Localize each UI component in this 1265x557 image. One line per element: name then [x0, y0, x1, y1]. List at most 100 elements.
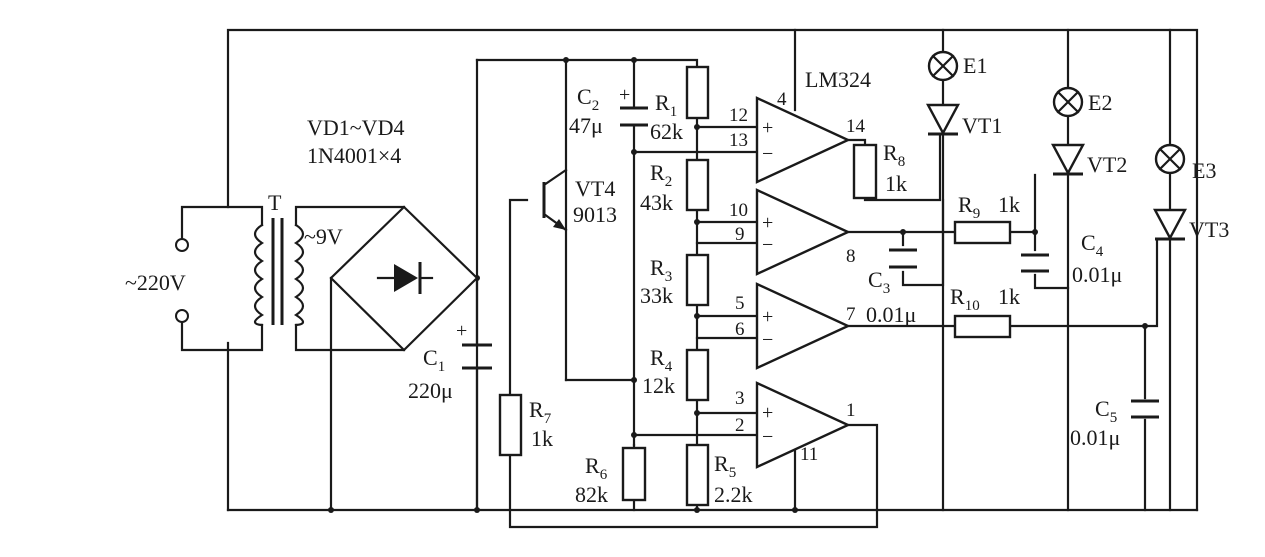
c2-name: C: [577, 84, 592, 109]
r7-name: R: [529, 397, 544, 422]
svg-text:R8: R8: [883, 140, 905, 170]
c1-sub: 1: [438, 359, 446, 375]
svg-text:R1: R1: [655, 90, 677, 120]
svg-text:R3: R3: [650, 255, 672, 285]
ac-input: ~220V: [125, 238, 189, 323]
resistor-r3: [685, 253, 710, 307]
r10-name: R: [950, 284, 965, 309]
r6-name: R: [585, 453, 600, 478]
opamp3-pin-minus: 6: [735, 319, 745, 340]
c1-name: C: [423, 345, 438, 370]
r4-sub: 4: [665, 359, 673, 375]
thyristor-vt3-label: VT3: [1189, 217, 1229, 242]
r2-name: R: [650, 160, 665, 185]
transistor-vt4-icon: [542, 182, 566, 230]
bridge-part-label: 1N4001×4: [307, 143, 401, 168]
thyristor-vt2-icon: [1050, 143, 1086, 176]
c5-value: 0.01μ: [1070, 425, 1120, 450]
source-voltage-label: ~220V: [125, 270, 186, 295]
r4-value: 12k: [642, 373, 675, 398]
svg-text:+: +: [762, 306, 773, 328]
c3-name: C: [868, 267, 883, 292]
svg-text:+: +: [762, 402, 773, 424]
resistor-r10: [953, 314, 1012, 339]
svg-text:R9: R9: [958, 192, 980, 222]
wiring: [180, 28, 1199, 529]
c2-sub: 2: [592, 98, 600, 114]
r10-value: 1k: [998, 284, 1020, 309]
svg-text:R7: R7: [529, 397, 552, 427]
c3-value: 0.01μ: [866, 302, 916, 327]
transformer-icon: [253, 218, 305, 327]
r2-value: 43k: [640, 190, 673, 215]
capacitor-c4: [1021, 253, 1049, 273]
resistor-r8: [852, 143, 878, 200]
svg-text:+: +: [762, 212, 773, 234]
transformer-label: T: [268, 190, 282, 215]
lamp-e3-icon: [1154, 143, 1186, 175]
r8-value: 1k: [885, 171, 907, 196]
r9-value: 1k: [998, 192, 1020, 217]
r1-value: 62k: [650, 119, 683, 144]
r8-name: R: [883, 140, 898, 165]
lamp-e2-icon: [1052, 86, 1084, 118]
svg-text:−: −: [762, 426, 773, 448]
svg-text:R5: R5: [714, 451, 736, 481]
vt4-name: VT4: [575, 176, 615, 201]
opamp1-pin-minus: 13: [729, 130, 748, 151]
opamp3-pin-plus: 5: [735, 293, 745, 314]
lamp-e2-label: E2: [1088, 90, 1112, 115]
capacitor-c1: +: [456, 320, 492, 370]
r6-sub: 6: [600, 467, 608, 483]
r7-sub: 7: [544, 411, 552, 427]
svg-text:R2: R2: [650, 160, 672, 190]
c4-name: C: [1081, 230, 1096, 255]
c2-value: 47μ: [569, 113, 603, 138]
opamp1-pin-plus: 12: [729, 105, 748, 126]
r9-name: R: [958, 192, 973, 217]
opamp2-pin-minus: 9: [735, 224, 745, 245]
lamp-e1-label: E1: [963, 53, 987, 78]
resistor-r7: [498, 393, 523, 457]
bridge-rectifier-icon: [329, 205, 479, 352]
ic-pin-vcc: 4: [777, 89, 787, 110]
r9-sub: 9: [973, 206, 981, 222]
resistor-r5: [685, 443, 710, 507]
capacitor-c5: [1131, 399, 1159, 419]
secondary-voltage-label: ~9V: [304, 224, 343, 249]
thyristor-vt3-icon: [1152, 208, 1188, 241]
svg-text:C1: C1: [423, 345, 445, 375]
lamp-e3-label: E3: [1192, 158, 1216, 183]
c5-sub: 5: [1110, 410, 1118, 426]
opamp4-pin-minus: 2: [735, 415, 745, 436]
svg-text:C4: C4: [1081, 230, 1104, 260]
opamp-3: + −: [755, 282, 851, 370]
svg-text:C5: C5: [1095, 396, 1117, 426]
r5-value: 2.2k: [714, 482, 753, 507]
svg-text:+: +: [762, 117, 773, 139]
svg-text:−: −: [762, 329, 773, 351]
opamp1-pin-out: 14: [846, 116, 866, 137]
ic-pin-gnd: 11: [800, 444, 818, 465]
lamp-e1-icon: [927, 50, 959, 82]
r5-sub: 5: [729, 465, 737, 481]
r6-value: 82k: [575, 482, 608, 507]
svg-text:C3: C3: [868, 267, 890, 297]
resistor-r4: [685, 348, 710, 402]
capacitor-c2: +: [619, 84, 648, 127]
c5-name: C: [1095, 396, 1110, 421]
capacitor-c3: [889, 248, 917, 269]
svg-text:R6: R6: [585, 453, 608, 483]
c1-value: 220μ: [408, 378, 453, 403]
r1-name: R: [655, 90, 670, 115]
resistor-r2: [685, 158, 710, 212]
c4-sub: 4: [1096, 244, 1104, 260]
r3-value: 33k: [640, 283, 673, 308]
resistor-r1: [685, 65, 710, 120]
r3-sub: 3: [665, 269, 673, 285]
r2-sub: 2: [665, 174, 673, 190]
resistor-r9: [953, 220, 1012, 245]
opamp3-pin-out: 7: [846, 304, 856, 325]
r8-sub: 8: [898, 154, 906, 170]
thyristor-vt2-label: VT2: [1087, 152, 1127, 177]
